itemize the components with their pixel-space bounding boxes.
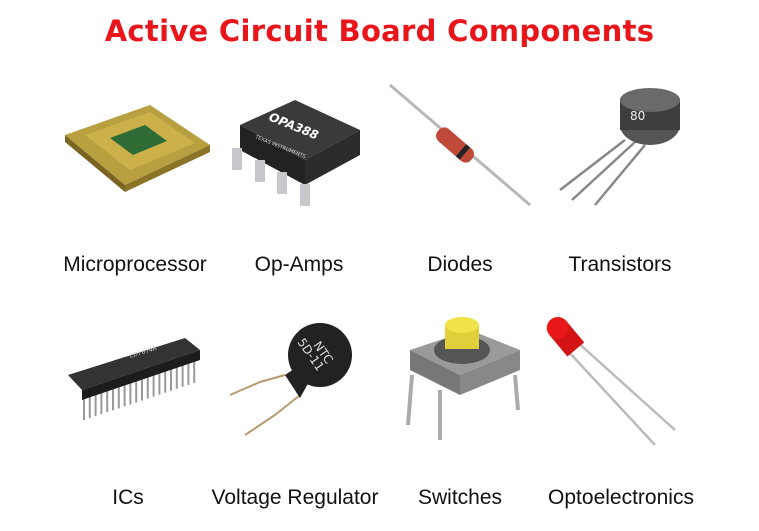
label-ics: ICs: [112, 486, 144, 509]
label-diodes: Diodes: [427, 253, 493, 276]
label-op-amps: Op-Amps: [254, 253, 344, 276]
transistor-icon: 80: [559, 88, 680, 206]
label-switches: Switches: [417, 486, 503, 509]
label-transistors: Transistors: [568, 253, 672, 276]
label-voltage-regulator: Voltage Regulator: [211, 486, 379, 509]
diode-icon: [389, 83, 531, 207]
microprocessor-icon: [65, 105, 210, 192]
ic-chip-icon: CD7674A: [68, 338, 200, 420]
label-optoelectronics: Optoelectronics: [548, 486, 694, 509]
led-icon: [546, 316, 676, 446]
transistor-marking: 80: [630, 109, 645, 123]
ntc-thermistor-icon: NTC 5D-11: [229, 323, 352, 436]
tactile-switch-icon: [406, 317, 520, 440]
page-title: Active Circuit Board Components: [104, 14, 655, 48]
op-amp-chip-icon: OPA388 TEXAS INSTRUMENTS: [232, 100, 360, 206]
label-microprocessor: Microprocessor: [63, 253, 207, 276]
